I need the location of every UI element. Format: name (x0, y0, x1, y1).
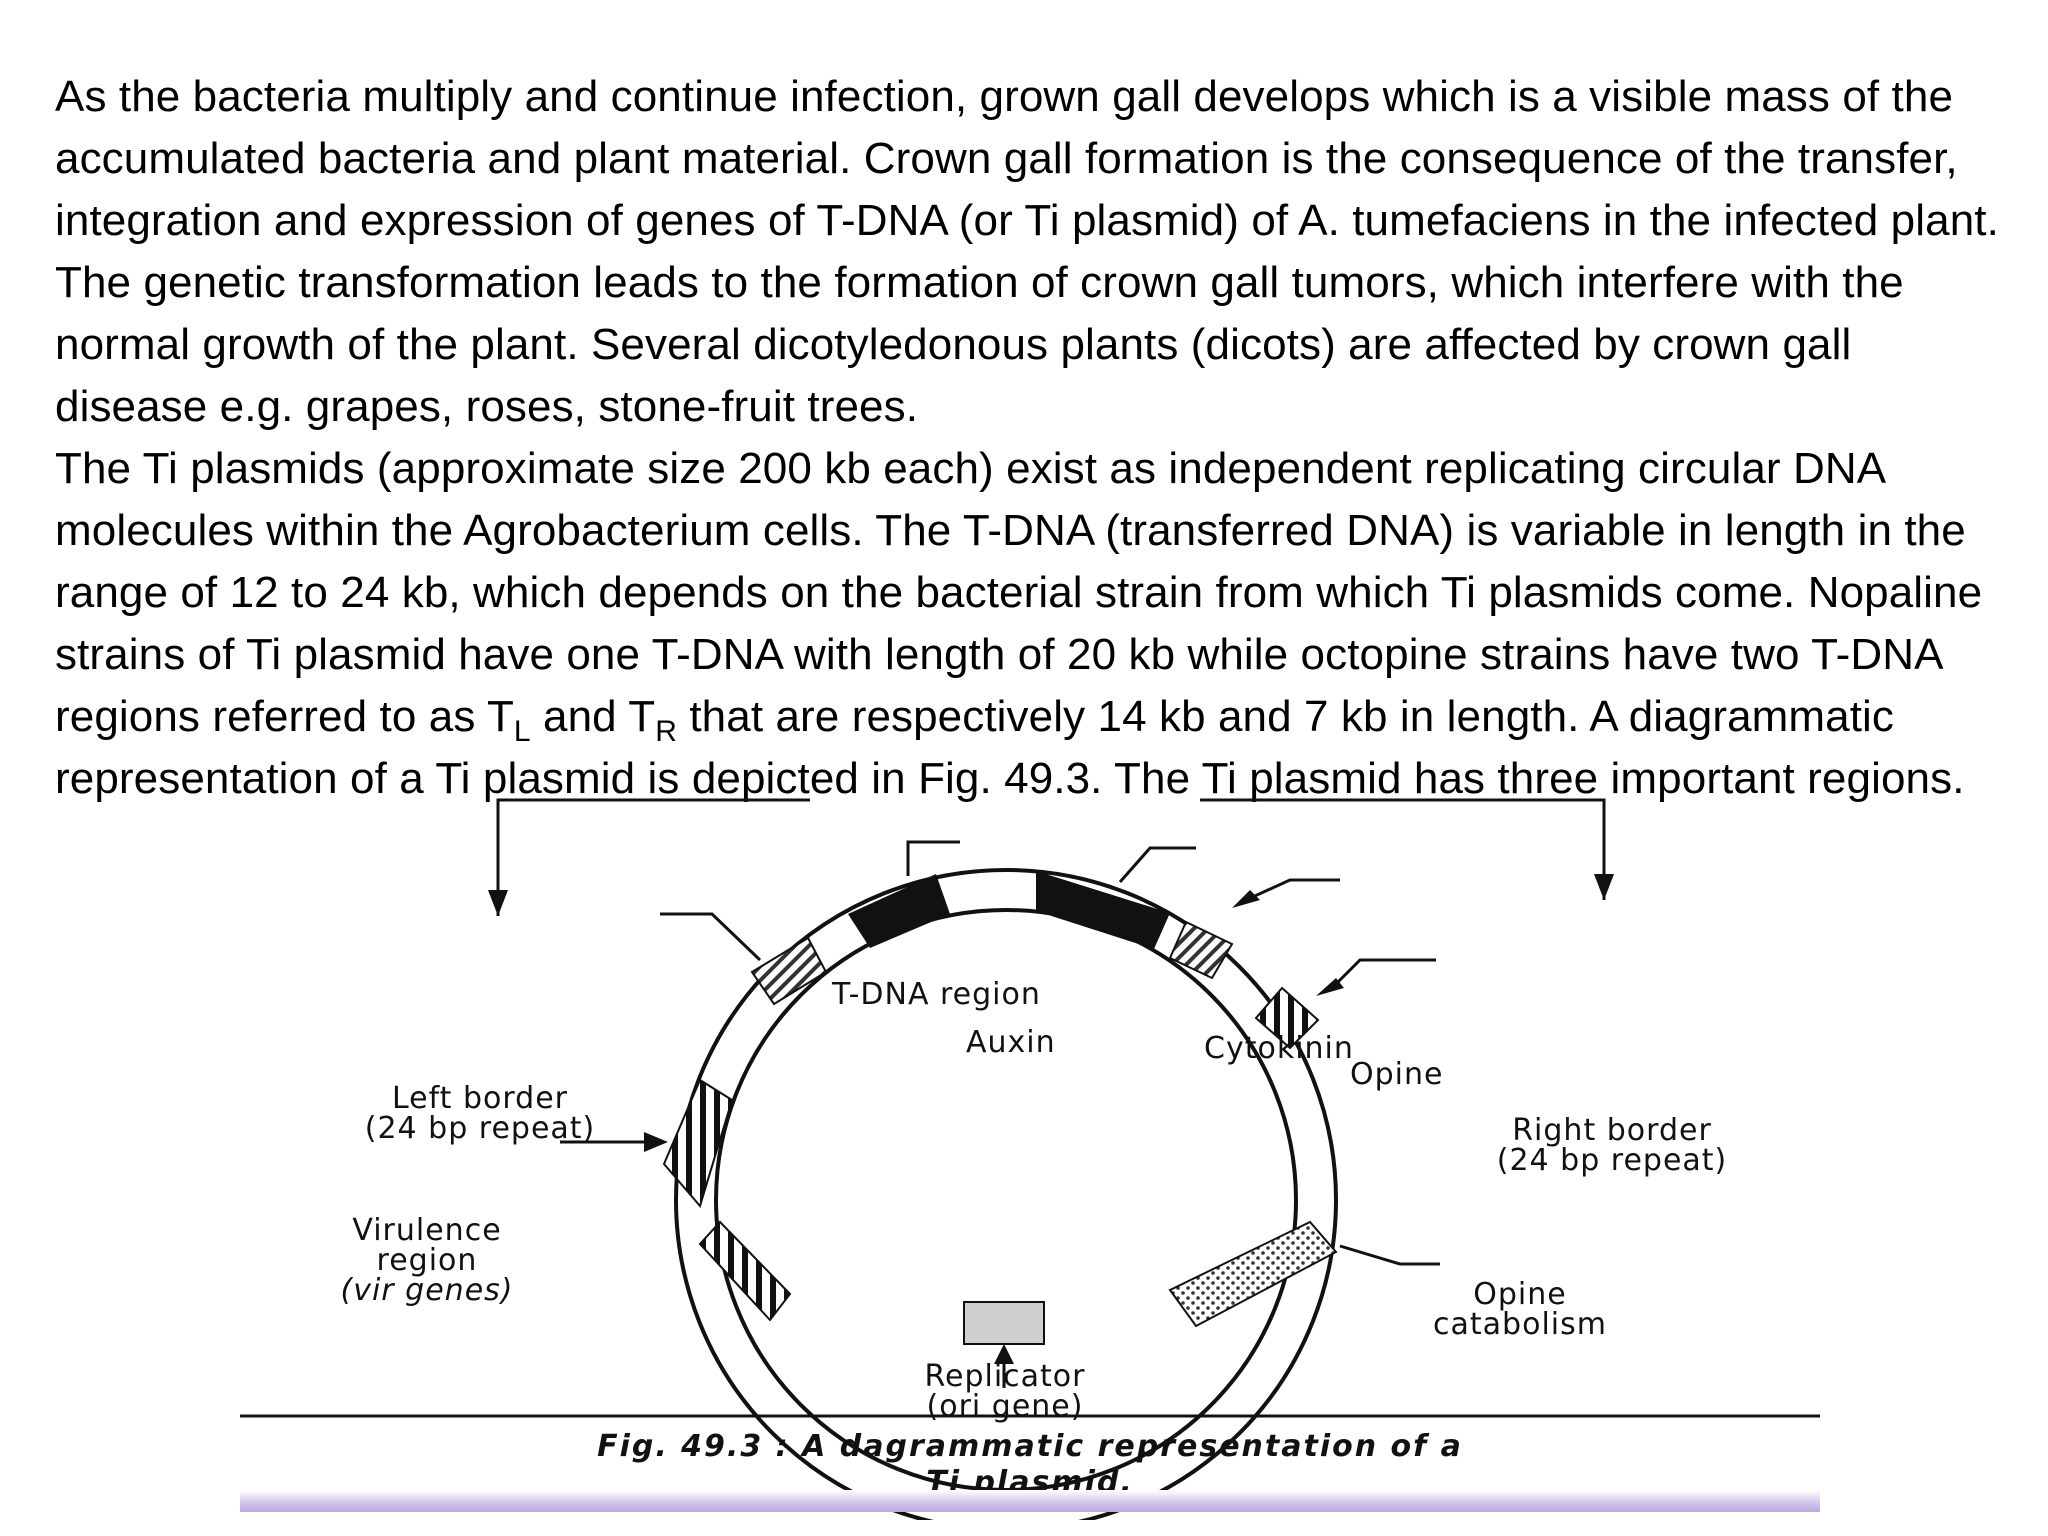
body-text: As the bacteria multiply and continue in… (55, 66, 2015, 810)
left-border-region (750, 936, 828, 1006)
opine-region (1168, 920, 1234, 980)
opine-catabolism-region (1168, 1220, 1338, 1328)
opine-leader (1245, 878, 1340, 902)
replicator-region (963, 1301, 1045, 1345)
right-border-subtitle: (24 bp repeat) (1496, 1143, 1728, 1178)
virulence-subtitle: region (376, 1243, 478, 1278)
plasmid-ring (674, 868, 1338, 1520)
virulence-genes: (vir genes) (340, 1273, 514, 1308)
paragraph-3-part-a: The Ti plasmids (approximate size 200 kb… (55, 444, 1983, 741)
opine-label: Opine (1350, 1057, 1444, 1092)
auxin-leader (906, 840, 960, 876)
replicator-subtitle: (ori gene) (926, 1389, 1084, 1424)
opine-catabolism-label: Opine catabolism (1370, 1280, 1670, 1340)
paragraph-2: The genetic transformation leads to the … (55, 258, 1904, 431)
right-border-title: Right border (1512, 1113, 1712, 1148)
caption-band (240, 1490, 1820, 1512)
cytokinin-leader (1118, 846, 1196, 883)
virulence-label: Virulence region (vir genes) (292, 1216, 562, 1306)
tdna-region-label: T-DNA region (832, 977, 1041, 1012)
auxin-region (848, 874, 950, 948)
cytokinin-label: Cytokinin (1204, 1031, 1354, 1066)
subscript-r: R (655, 715, 678, 748)
left-border-subtitle: (24 bp repeat) (364, 1111, 596, 1146)
left-border-leader (660, 912, 762, 962)
caption-line-1: Fig. 49.3 : A dagrammatic representation… (597, 1429, 1463, 1464)
virulence-region (662, 1078, 734, 1209)
paragraph-3-part-c: that are respectively 14 kb and 7 kb in … (55, 692, 1965, 803)
paragraph-3-part-b: and T (530, 692, 656, 741)
replicator-title: Replicator (924, 1359, 1086, 1394)
opine-catabolism-leader (1339, 1244, 1440, 1266)
tdna-bracket (496, 798, 1606, 916)
opine-catabolism-title: Opine (1473, 1277, 1567, 1312)
replicator-label: Replicator (ori gene) (850, 1362, 1160, 1422)
paragraph-3: The Ti plasmids (approximate size 200 kb… (55, 438, 2015, 810)
virulence-title: Virulence (352, 1213, 502, 1248)
ti-plasmid-figure: T-DNA region Auxin Cytokinin Opine Left … (0, 798, 2048, 1520)
cytokinin-region (1036, 871, 1170, 949)
left-border-title: Left border (391, 1081, 568, 1116)
right-border-region (1254, 986, 1320, 1050)
subscript-l: L (513, 715, 531, 748)
right-border-leader (1328, 958, 1436, 992)
paragraph-1: As the bacteria multiply and continue in… (55, 72, 1999, 245)
right-border-label: Right border (24 bp repeat) (1432, 1116, 1792, 1176)
plasmid-diagram (240, 798, 1820, 1520)
opine-catabolism-subtitle: catabolism (1433, 1307, 1607, 1342)
virulence-region-lower (698, 1220, 792, 1322)
left-border-label: Left border (24 bp repeat) (300, 1084, 660, 1144)
auxin-label: Auxin (966, 1025, 1056, 1060)
